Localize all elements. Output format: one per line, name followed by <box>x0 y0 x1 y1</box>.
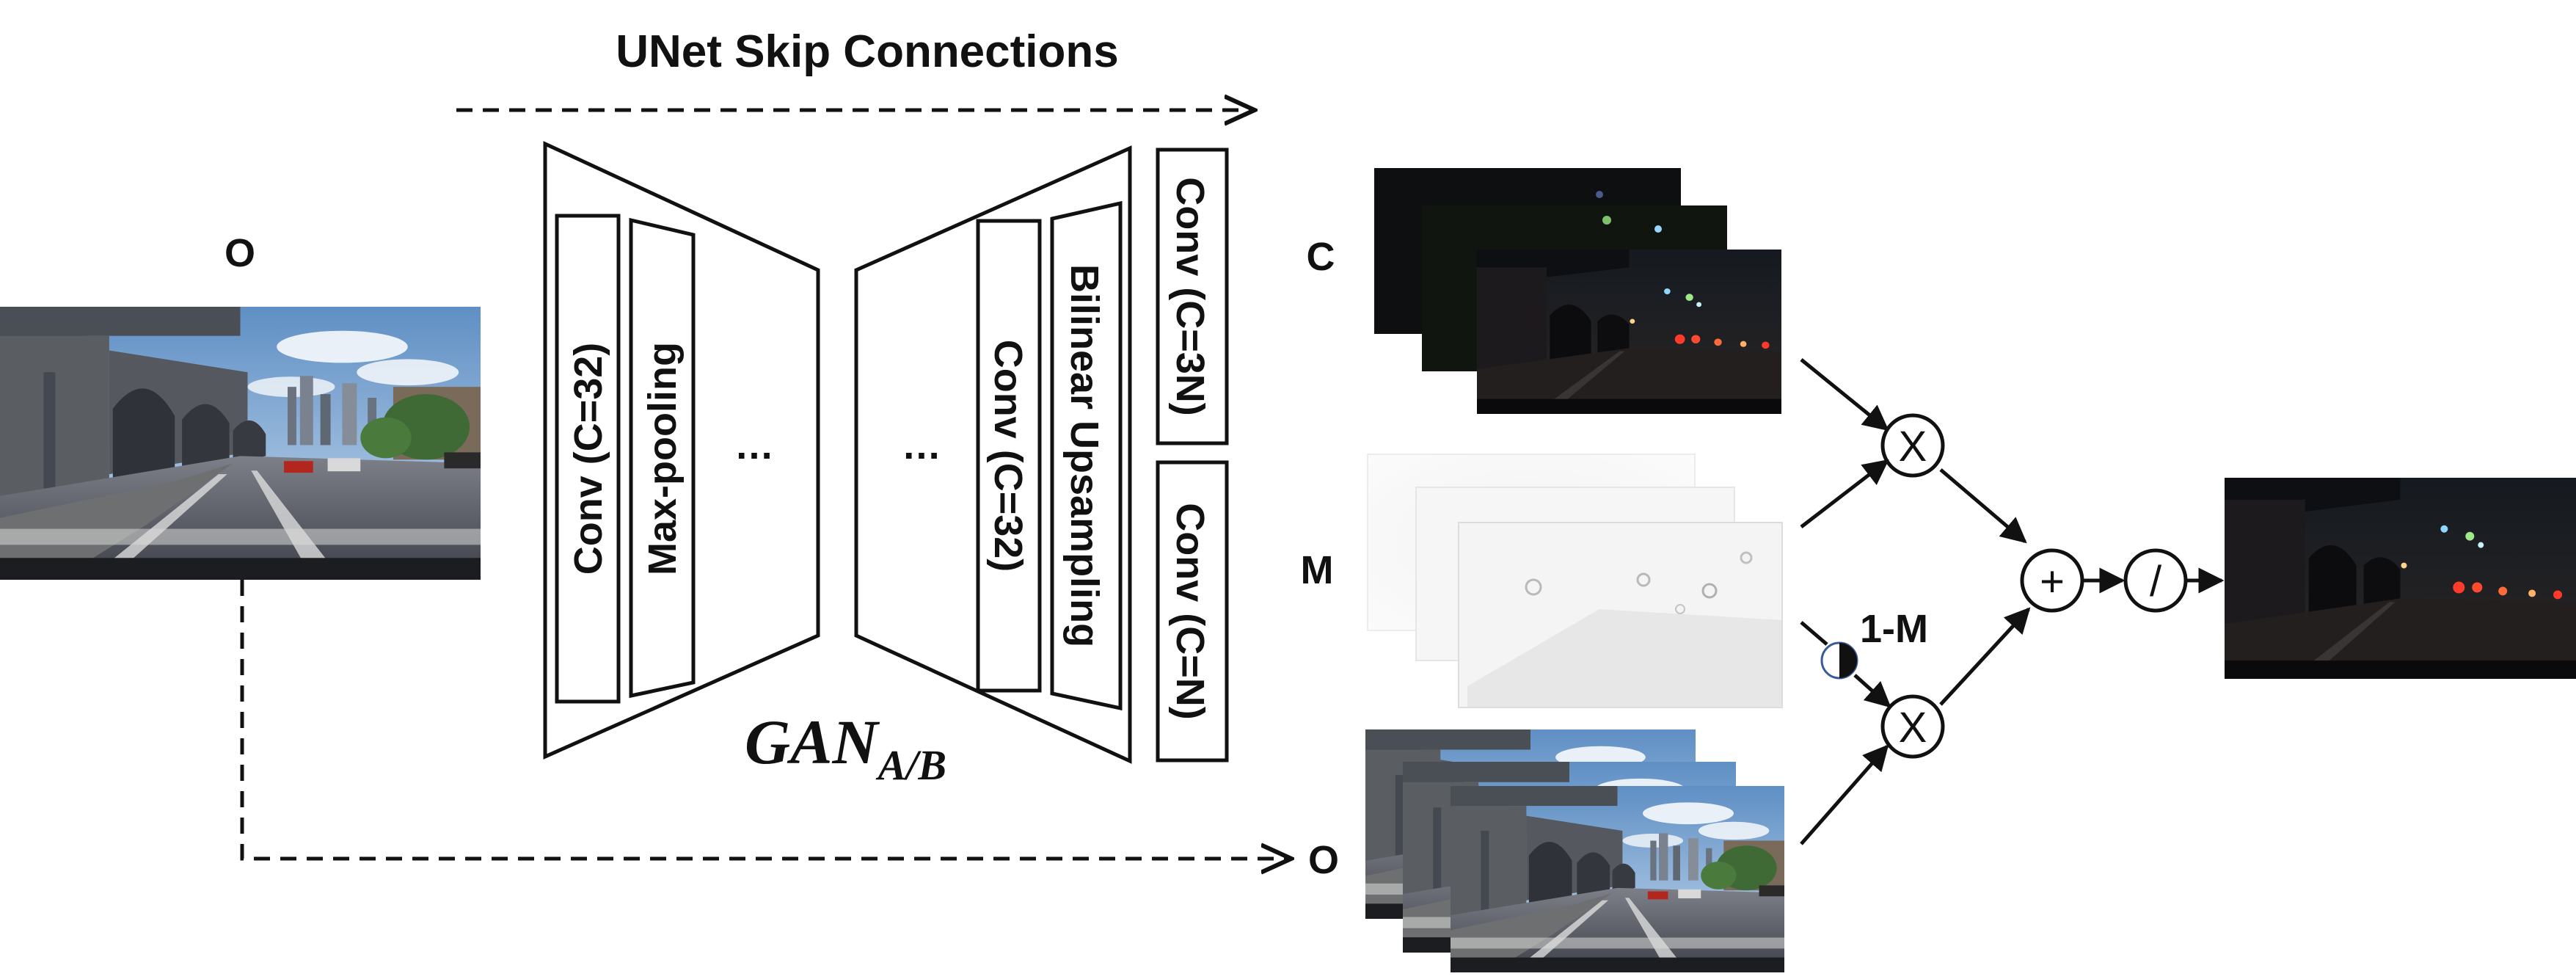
invert-to-multiply-arrow <box>1853 674 1891 708</box>
multiply-bottom-to-add-arrow <box>1939 607 2031 706</box>
decoder-conv-box <box>976 219 1042 693</box>
maxpool-label: Max-pooling <box>641 342 685 575</box>
input-image <box>0 307 481 580</box>
invert-icon <box>1820 641 1858 680</box>
o-to-multiply-arrow <box>1800 744 1889 845</box>
input-label: O <box>225 231 255 275</box>
encoder-conv-label: Conv (C=32) <box>566 343 610 575</box>
stack-m-label: M <box>1301 548 1334 592</box>
multiply-top-symbol: X <box>1899 423 1927 470</box>
decoder-ellipsis: … <box>902 423 941 467</box>
head-m-label: Conv (C=N) <box>1168 503 1212 720</box>
divide-symbol: / <box>2150 558 2162 605</box>
encoder-ellipsis: … <box>734 423 774 467</box>
stack-o-label: O <box>1308 838 1339 882</box>
color-stack <box>1374 168 1781 414</box>
input-to-original-arrow <box>240 580 1291 859</box>
maxpool-box <box>629 217 696 699</box>
output-image <box>2225 478 2576 679</box>
original-stack <box>1365 729 1784 972</box>
head-m-box <box>1156 460 1229 763</box>
encoder-conv-box <box>555 214 621 704</box>
m-to-invert-line <box>1800 621 1828 646</box>
stack-c-label: C <box>1307 235 1335 279</box>
add-symbol: + <box>2040 558 2065 605</box>
head-c-label: Conv (C=3N) <box>1168 177 1212 416</box>
color-layer-3 <box>1477 250 1781 414</box>
original-layer-3 <box>1451 786 1784 972</box>
gan-label: GANA/B <box>745 707 946 789</box>
multiply-node-top <box>1880 413 1945 478</box>
decoder-conv-label: Conv (C=32) <box>986 340 1030 572</box>
mask-stack <box>1367 454 1783 708</box>
invert-label: 1-M <box>1860 607 1928 651</box>
diagram-title: UNet Skip Connections <box>616 26 1119 77</box>
divide-node <box>2123 548 2188 613</box>
multiply-bottom-symbol: X <box>1899 704 1927 751</box>
m-to-multiply-arrow <box>1800 459 1889 528</box>
upsampling-box <box>1050 200 1123 711</box>
upsampling-label: Bilinear Upsampling <box>1062 264 1106 647</box>
add-node <box>2020 548 2084 613</box>
head-c-box <box>1156 148 1229 445</box>
multiply-top-to-add-arrow <box>1939 468 2027 544</box>
c-to-multiply-arrow <box>1800 358 1889 432</box>
multiply-node-bottom <box>1880 694 1945 759</box>
